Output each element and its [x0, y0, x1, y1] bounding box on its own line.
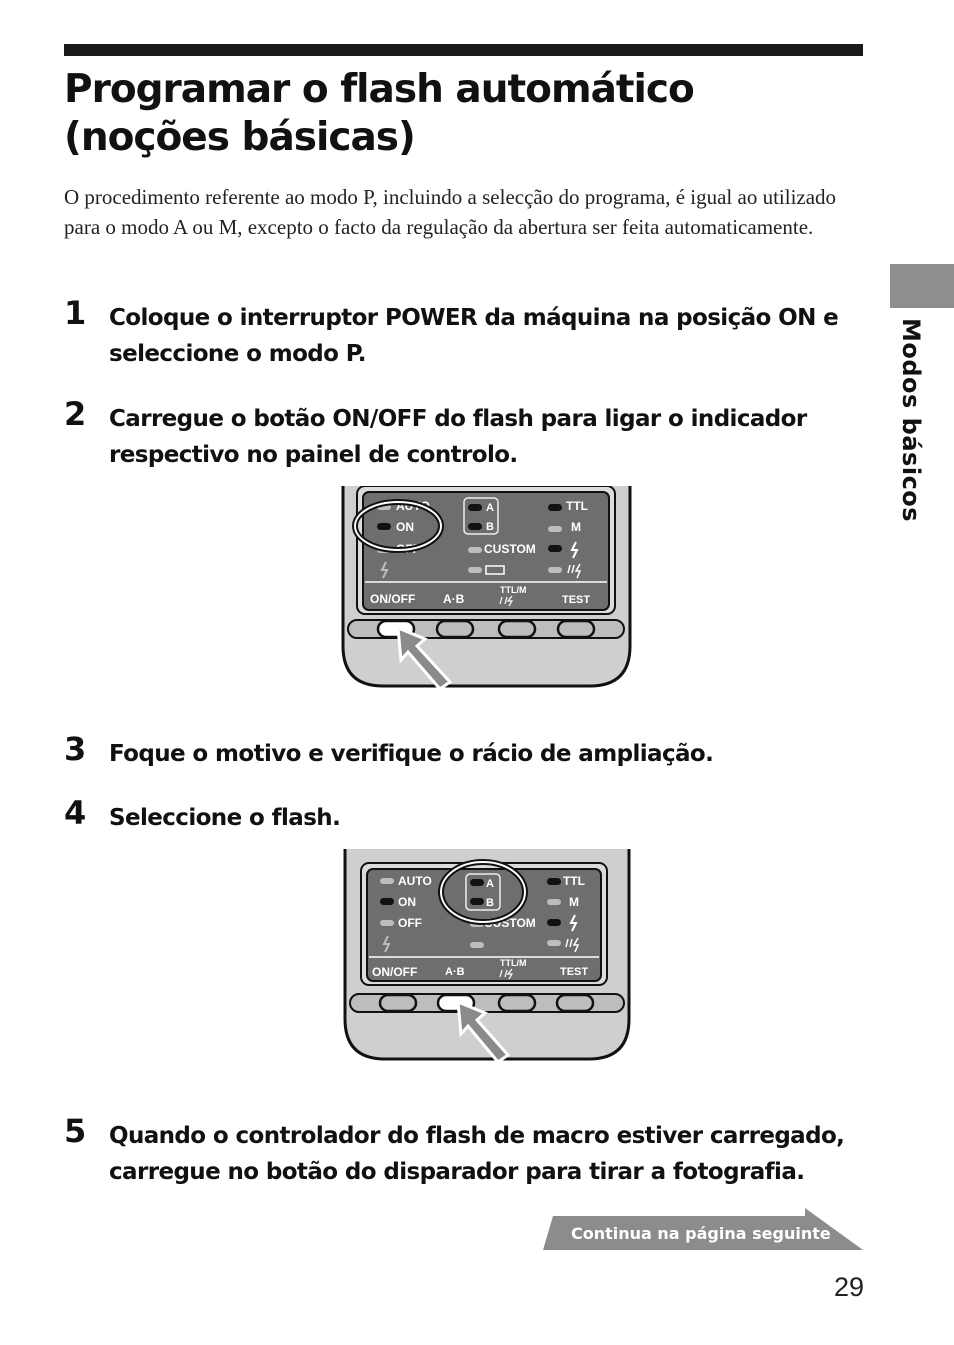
- btn-label-test: TEST: [560, 966, 588, 978]
- continue-banner[interactable]: [543, 1208, 863, 1250]
- step-number: 5: [64, 1112, 87, 1150]
- label-a: A: [486, 502, 494, 514]
- label-a: A: [486, 878, 494, 890]
- section-tab: [890, 264, 954, 308]
- label-custom: CUSTOM: [484, 542, 536, 556]
- flash-off-icon: [382, 935, 391, 953]
- on-off-button[interactable]: [378, 993, 418, 1013]
- section-label: Modos básicos: [897, 318, 925, 523]
- intro-paragraph: O procedimento referente ao modo P, incl…: [64, 185, 837, 239]
- label-b: B: [486, 521, 494, 533]
- pointer-arrow-icon: [456, 999, 511, 1063]
- label-b: B: [486, 897, 494, 909]
- slow-sync-icon: [567, 563, 582, 579]
- step-text: Foque o motivo e verifique o rácio de am…: [109, 741, 714, 767]
- step-text: Carregue o botão ON/OFF do flash para li…: [109, 406, 807, 468]
- label-m: M: [571, 520, 581, 534]
- label-ttl: TTL: [563, 874, 585, 888]
- flash-off-icon: [380, 561, 389, 579]
- flash-panel-figure-1: AUTO ON OFF A B CUSTOM TTL M ON/OFF A·B …: [340, 486, 632, 688]
- label-m: M: [569, 895, 579, 909]
- flash-icon: [570, 541, 579, 559]
- slow-sync-small-icon: [499, 968, 514, 980]
- label-off: OFF: [398, 916, 422, 930]
- btn-label-ttl-m: TTL/M: [500, 958, 527, 968]
- ttl-m-button[interactable]: [497, 619, 537, 639]
- highlight-circle: [440, 861, 526, 923]
- pointer-arrow-icon: [396, 625, 453, 688]
- btn-label-ab: A·B: [445, 966, 465, 978]
- btn-label-on-off: ON/OFF: [372, 965, 417, 979]
- slow-sync-icon: [565, 937, 580, 953]
- label-on: ON: [398, 895, 416, 909]
- header-rule: [64, 44, 863, 56]
- slow-sync-small-icon: [499, 595, 514, 607]
- step-text: Quando o controlador do flash de macro e…: [109, 1123, 845, 1185]
- page-title: Programar o flash automático (noções bás…: [64, 67, 695, 160]
- btn-label-ab: A·B: [443, 592, 465, 606]
- ttl-m-button[interactable]: [497, 993, 537, 1013]
- page-number: 29: [833, 1272, 864, 1302]
- btn-label-ttl-m: TTL/M: [500, 585, 527, 595]
- step-number: 4: [64, 794, 87, 832]
- step-text: Coloque o interruptor POWER da máquina n…: [109, 305, 839, 367]
- battery-icon: [485, 565, 505, 575]
- continue-label: Continua na página seguinte: [571, 1224, 831, 1243]
- ab-button[interactable]: [435, 619, 475, 639]
- label-on: ON: [396, 520, 414, 534]
- step-number: 1: [64, 294, 87, 332]
- highlight-circle: [354, 501, 442, 551]
- step-text: Seleccione o flash.: [109, 805, 341, 831]
- label-auto: AUTO: [398, 874, 432, 888]
- btn-label-on-off: ON/OFF: [370, 592, 415, 606]
- label-ttl: TTL: [566, 499, 588, 513]
- btn-label-test: TEST: [562, 594, 590, 606]
- flash-panel-figure-2: AUTO ON OFF A B CUSTOM TTL M ON/OFF A·B …: [342, 849, 632, 1063]
- flash-icon: [569, 914, 578, 932]
- step-number: 2: [64, 395, 87, 433]
- test-button[interactable]: [555, 993, 595, 1013]
- step-number: 3: [64, 730, 87, 768]
- test-button[interactable]: [556, 619, 596, 639]
